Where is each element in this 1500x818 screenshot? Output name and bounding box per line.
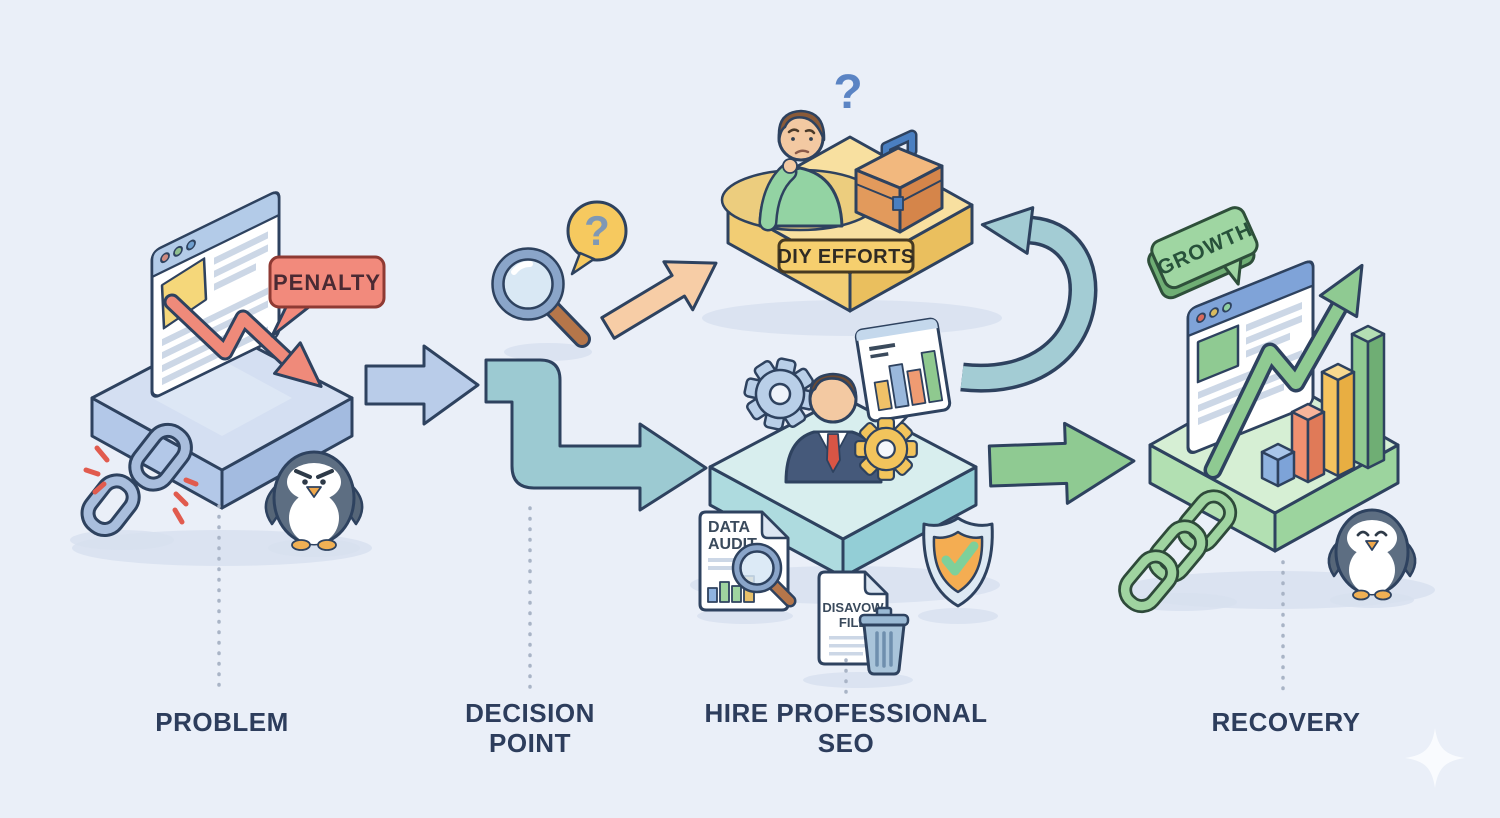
recovery-stage-label: RECOVERY bbox=[1212, 707, 1361, 737]
recovery-section: GROWTH bbox=[1118, 206, 1417, 694]
diy-efforts-label: DIY EFFORTS bbox=[777, 246, 914, 268]
fixed-chain-icon bbox=[1118, 489, 1238, 614]
break-sparks bbox=[83, 445, 199, 525]
broken-chain-icon bbox=[80, 422, 199, 537]
problem-stage-label: PROBLEM bbox=[155, 707, 289, 737]
disavow-label-1: DISAVOW bbox=[822, 600, 884, 615]
audit-magnifier-icon bbox=[731, 542, 797, 608]
professional-to-recovery-arrow bbox=[987, 421, 1136, 505]
growth-callout: GROWTH bbox=[1147, 206, 1259, 300]
question-bubble-icon: ? bbox=[566, 200, 628, 276]
ranking-drop-arrow-icon bbox=[163, 293, 323, 388]
thinking-person-icon bbox=[758, 109, 844, 232]
hire-stage-label-line1: HIRE PROFESSIONAL bbox=[705, 698, 988, 728]
browser-dot-yellow bbox=[1209, 307, 1219, 318]
trash-can-icon bbox=[858, 606, 910, 676]
decision-stage-label-line2: POINT bbox=[489, 728, 571, 758]
browser-dot-green bbox=[1222, 301, 1232, 313]
decision-to-professional-arrow bbox=[484, 358, 708, 512]
bar-green-tall bbox=[1350, 324, 1386, 470]
penalized-browser-window bbox=[150, 191, 281, 398]
bar-chart-3d-icon bbox=[1260, 324, 1386, 488]
stage-labels: PROBLEM DECISION POINT HIRE PROFESSIONAL… bbox=[155, 698, 1360, 758]
diy-efforts-callout: DIY EFFORTS bbox=[777, 238, 915, 311]
diy-retry-curved-arrow bbox=[960, 206, 1098, 393]
problem-section: PENALTY bbox=[80, 191, 386, 694]
browser-dot-red bbox=[1196, 312, 1206, 324]
sparkle-icon bbox=[1405, 728, 1465, 788]
bar-yellow bbox=[1320, 362, 1356, 478]
gear-icon-yellow bbox=[854, 417, 918, 481]
hire-stage-label-line2: SEO bbox=[818, 728, 874, 758]
decision-stage-label-line1: DECISION bbox=[465, 698, 595, 728]
data-audit-document-icon: DATA AUDIT bbox=[698, 510, 797, 612]
gear-icon bbox=[743, 357, 817, 431]
data-audit-label-1: DATA bbox=[708, 519, 751, 536]
decision-question-mark: ? bbox=[584, 207, 610, 254]
growth-arrow-icon bbox=[1203, 263, 1364, 480]
browser-dot-green bbox=[173, 245, 183, 257]
bar-blue-cube bbox=[1260, 442, 1296, 488]
browser-dot-red bbox=[160, 252, 170, 264]
toolbox-icon bbox=[854, 129, 944, 234]
browser-dot-blue bbox=[186, 239, 196, 251]
problem-to-decision-arrow bbox=[364, 344, 480, 426]
diy-section: ? DIY EFFORTS bbox=[720, 66, 974, 313]
happy-penguin-icon bbox=[1327, 508, 1417, 601]
angry-penguin-icon bbox=[264, 450, 364, 551]
diy-question-mark: ? bbox=[833, 66, 862, 119]
bar-orange bbox=[1290, 402, 1326, 484]
decision-section: ? bbox=[491, 200, 628, 692]
magnifier-icon bbox=[491, 247, 591, 348]
professional-section: DATA AUDIT DISAVOW FILE bbox=[698, 317, 994, 702]
penalty-label: PENALTY bbox=[273, 270, 381, 295]
penalty-callout: PENALTY bbox=[268, 255, 386, 338]
image-placeholder bbox=[1196, 324, 1240, 384]
decision-to-diy-arrow bbox=[600, 260, 718, 340]
shield-check-icon bbox=[922, 516, 994, 608]
